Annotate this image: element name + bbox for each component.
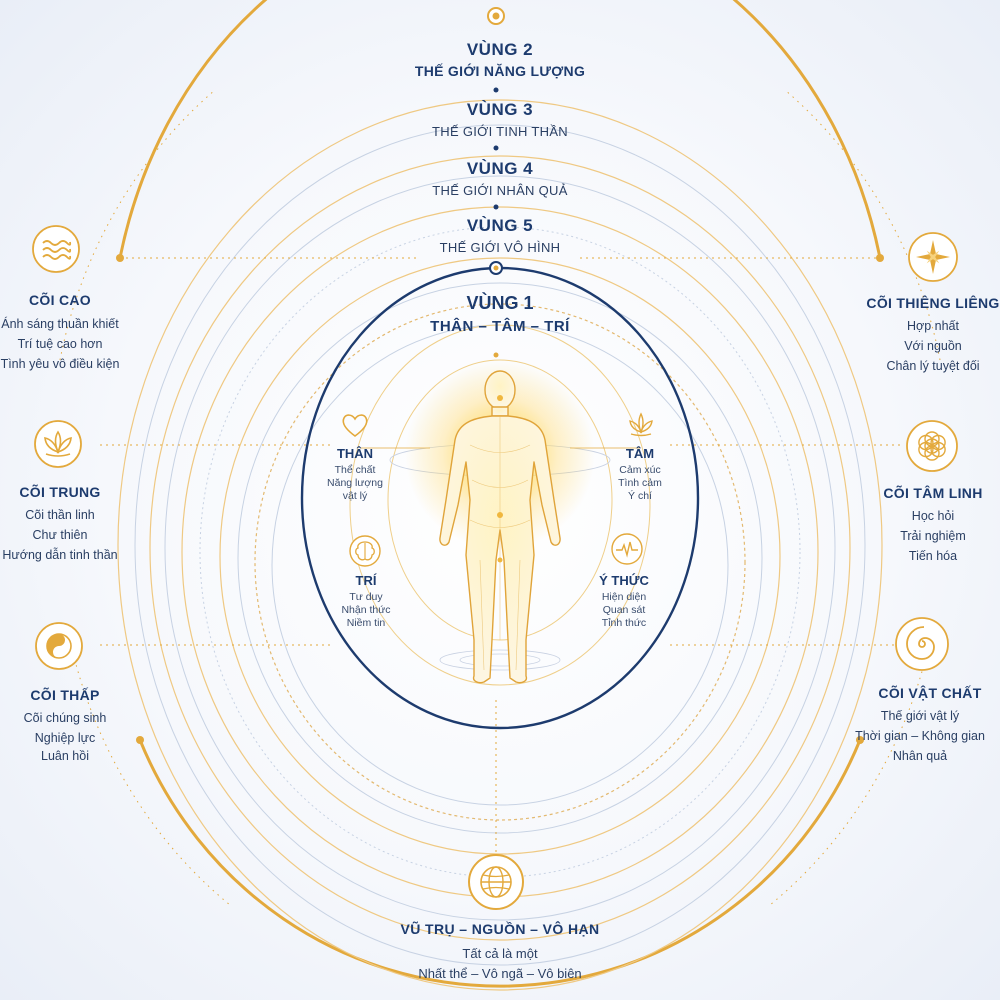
star-icon [908,232,958,282]
zone1-subtitle: THÂN – TÂM – TRÍ [430,318,570,335]
aspect-line: Quan sát [602,604,646,616]
realm-line: Trải nghiệm [900,529,966,543]
aspect-line: Nhận thức [341,604,391,616]
aspect-line: Tình cảm [618,477,662,489]
realm-line: Chân lý tuyệt đối [886,359,980,373]
realm-title: CÕI THẤP [30,687,100,703]
realm-line: Tình yêu vô điều kiện [0,357,120,371]
aspect-line: Hiện diện [601,591,647,603]
zone2-title: VÙNG 2 [466,40,534,59]
realm-title: CÕI CAO [29,292,91,308]
spiral-icon [895,617,949,671]
aspect-line: Tư duy [349,591,383,603]
zone5-subtitle: THẾ GIỚI VÔ HÌNH [439,240,561,255]
realm-line: Thời gian – Không gian [855,729,985,743]
globe-icon [468,854,524,910]
aspect-line: Cảm xúc [619,464,661,476]
realm-line: Với nguồn [904,339,962,353]
aspect-line: Thể chất [334,464,376,476]
realm-line: Luân hồi [41,749,89,763]
flower-of-life-icon [906,420,958,472]
bottom-line: Tất cả là một [462,946,538,961]
zone4-subtitle: THẾ GIỚI NHÂN QUẢ [432,183,568,198]
aspect-line: Năng lượng [327,477,383,489]
human-figure [439,370,561,684]
outer-arc-top [118,0,882,259]
realm-line: Hợp nhất [907,319,959,333]
water-waves-icon [32,225,80,273]
zone5-title: VÙNG 5 [466,216,534,235]
bottom-line: Nhất thể – Vô ngã – Vô biên [418,966,582,981]
lotus-small-icon [629,412,653,437]
zone2-subtitle: THẾ GIỚI NĂNG LƯỢNG [414,63,586,79]
realm-line: Nghiệp lực [34,731,96,745]
aspect-line: Tỉnh thức [601,617,647,629]
lotus-icon [34,420,82,468]
zone3-subtitle: THẾ GIỚI TINH THẦN [432,124,568,139]
realm-line: Học hỏi [911,509,955,523]
realm-line: Hướng dẫn tinh thần [2,548,118,562]
realm-line: Trí tuệ cao hơn [17,337,103,351]
zone1-title: VÙNG 1 [466,293,534,313]
yin-yang-icon [35,622,83,670]
realm-line: Chư thiên [32,528,88,542]
bottom-title: VŨ TRỤ – NGUỒN – VÔ HẠN [400,921,600,937]
realm-title: CÕI VẬT CHẤT [878,685,982,701]
aspect-title: TRÍ [355,573,377,588]
realm-title: CÕI TÂM LINH [883,485,983,501]
zone3-title: VÙNG 3 [466,100,534,119]
aspect-title: TÂM [625,446,655,461]
brain-icon [349,535,381,567]
realm-title: CÕI THIÊNG LIÊNG [866,295,1000,311]
realm-line: Tiến hóa [908,549,958,563]
heart-icon [342,414,368,437]
zone4-title: VÙNG 4 [466,159,534,178]
realm-line: Thế giới vật lý [880,709,960,723]
aspect-line: Ý chí [628,490,652,502]
realm-line: Cõi thần linh [25,508,95,522]
realm-line: Cõi chúng sinh [23,711,107,725]
realm-line: Ánh sáng thuần khiết [1,317,119,331]
realm-title: CÕI TRUNG [19,484,101,500]
outer-arc-bottom [138,739,862,988]
aspect-title: Ý THỨC [599,573,649,588]
aspect-title: THÂN [336,446,374,461]
realm-line: Nhân quả [892,749,948,763]
aspect-line: vật lý [342,490,368,502]
aspect-line: Niềm tin [346,617,386,629]
heartbeat-icon [611,533,643,565]
